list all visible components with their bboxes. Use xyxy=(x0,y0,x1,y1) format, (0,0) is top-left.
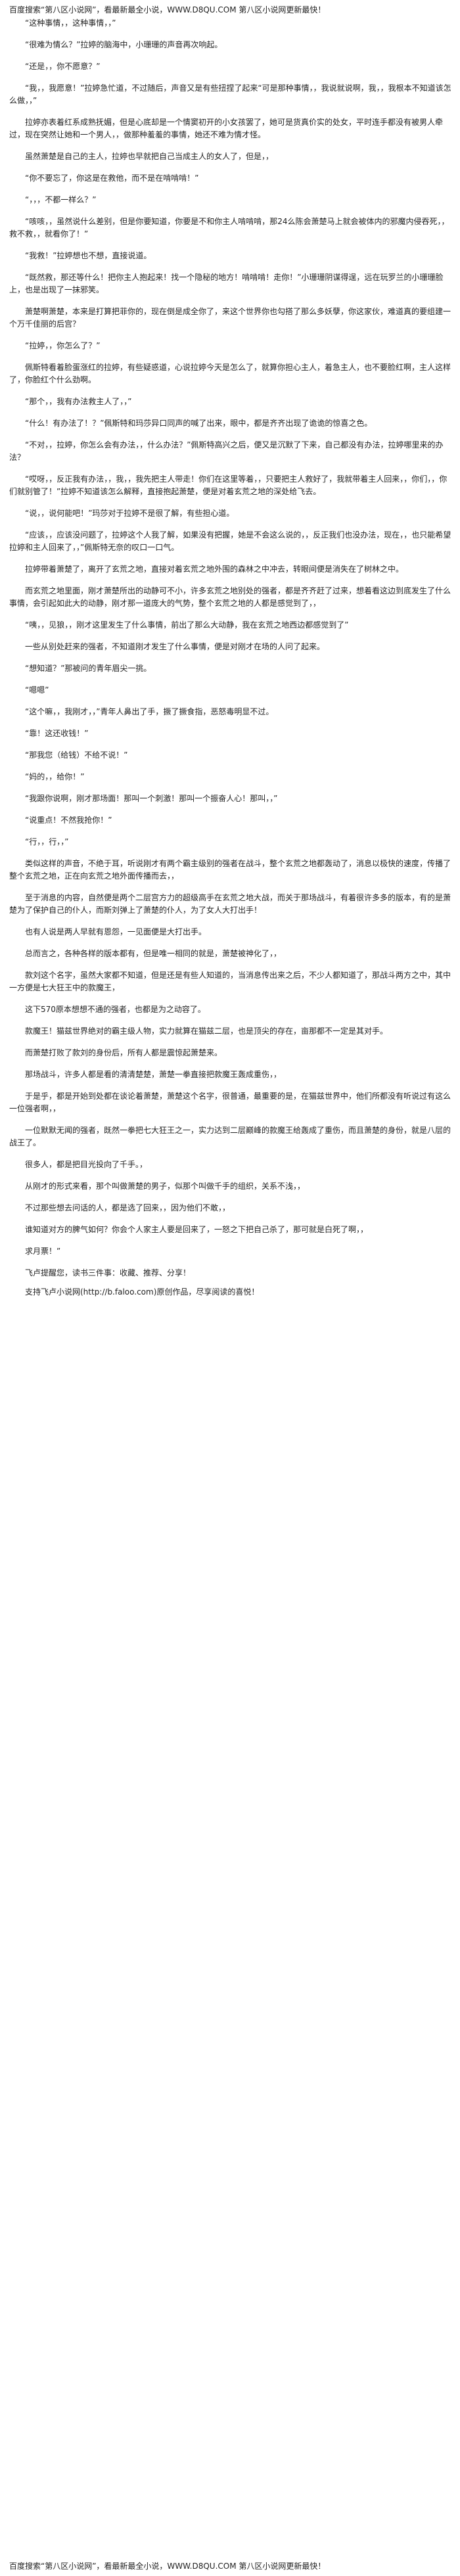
paragraph: 拉婷带着萧楚了，离开了玄荒之地，直接对着玄荒之地外围的森林之中冲去，转眼间便是消… xyxy=(25,564,404,574)
paragraph: “我救！”拉婷想也不想，直接说道。 xyxy=(25,251,152,260)
paragraph: “行，，行，，” xyxy=(25,837,69,846)
paragraph: “既然救，那还等什么！把你主人抱起来！找一个隐秘的地方！啃啃啃！走你！”小珊珊阴… xyxy=(9,273,444,294)
paragraph: “靠！这还收钱！” xyxy=(25,729,89,738)
paragraph: 虽然萧楚是自己的主人，拉婷也早就把自己当成主人的女人了，但是，， xyxy=(25,152,274,161)
paragraph: “哎呀，，反正我有办法，，我，，我先把主人带走！你们在这里等着，，只要把主人救好… xyxy=(9,474,448,496)
paragraph: “说，，说何能吧！”玛莎对于拉婷不是很了解，有些担心道。 xyxy=(25,509,235,518)
paragraph: “妈的，，给你！” xyxy=(25,772,85,781)
paragraph: 而玄荒之地里面，刚才萧楚所出的动静可不小，许多玄荒之地别处的强者，都是齐齐赶了过… xyxy=(9,586,451,608)
paragraph: “，，，不都一样么？” xyxy=(25,195,97,204)
paragraph: 佩斯特看着脸蛋涨红的拉婷，有些疑惑道，心说拉婷今天是怎么了，就算你担心主人，着急… xyxy=(9,363,451,384)
paragraph: 不过那些想去问话的人，都是选了回来，，因为他们不敢，， xyxy=(25,1203,231,1212)
paragraph: 拉婷亦表着红系成熟抚媚，但是心底却是一个情窦初开的小女孩罢了，她可是货真价实的处… xyxy=(9,118,444,139)
paragraph: “拉婷，，你怎么了？” xyxy=(25,341,101,350)
paragraph: 一位默默无闻的强者，既然一拳把七大狂王之一，实力达到二层巅峰的款魔王给轰成了重伤… xyxy=(9,1126,451,1147)
paragraph: “咳咳，，虽然说什么差别，但是你要知道，你要是不和你主人啃啃啃，那24么陈会萧楚… xyxy=(9,217,449,239)
paragraph: 那场战斗，许多人都是看的清清楚楚，萧楚一拳直接把款魔王轰成重伤，， xyxy=(25,1070,282,1079)
paragraph: “不对，，拉婷，你怎么会有办法，，什么办法？”佩斯特高兴之后，便又是沉默了下来，… xyxy=(9,440,444,462)
paragraph: “嗯嗯” xyxy=(25,685,49,695)
paragraph: 也有人说是两人早就有恩怨，一见面便是大打出手。 xyxy=(25,927,207,936)
bottom-banner: 百度搜索“第八区小说网”，看最新最全小说，WWW.D8QU.COM 第八区小说网… xyxy=(9,2562,326,2571)
paragraph: “什么！有办法了！？”佩斯特和玛莎异口同声的喊了出来，眼中，都是齐齐出现了诡诡的… xyxy=(25,419,373,428)
paragraph: “这种事情，，这种事情，，” xyxy=(25,18,116,28)
paragraph: 从刚才的形式来看，那个叫做萧楚的男子，似那个叫做千手的组织，关系不浅，， xyxy=(25,1182,306,1191)
paragraph: 谁知道对方的脾气如何？你会个人家主人要是回来了，一怒之下把自己杀了，那可就是白死… xyxy=(25,1225,369,1234)
paragraph: 这下570原本想想不通的强者，也都是为之动容了。 xyxy=(25,1005,206,1014)
paragraph: 类似这样的声音，不绝于耳，听说刚才有两个霸主级别的强者在战斗，整个玄荒之地都轰动… xyxy=(9,859,451,881)
paragraph: 款魔王！猫兹世界绝对的霸主级人物，实力就算在猫兹二层，也是顶尖的存在，亩那都不一… xyxy=(25,1026,388,1036)
paragraph: 于是乎，都是开始到处都在谈论着萧楚，萧楚这个名字，很普通，最重要的是，在猫兹世界… xyxy=(9,1092,451,1113)
paragraph: 萧楚啊萧楚，本来是打算把菲你的，现在倒是成全你了，来这个世界你也勾搭了那么多妖孽… xyxy=(9,307,451,329)
paragraph: 总而言之，各种各样的版本都有，但是唯一相同的就是，萧楚被神化了，， xyxy=(25,949,282,958)
paragraph: 至于消息的内容，自然便是两个二层宫方力的超级高手在玄荒之地大战，而关于那场战斗，… xyxy=(9,893,451,915)
paragraph: 而萧楚打败了款刘的身份后，所有人都是震惊起萧楚来。 xyxy=(25,1048,223,1057)
paragraph: “你不要忘了，你这是在救他，而不是在啃啃啃！” xyxy=(25,173,199,183)
paragraph: “想知道？”那被问的青年眉尖一挑。 xyxy=(25,664,152,673)
paragraph: “我跟你说啊，刚才那场面！那叫一个刺激！那叫一个振奋人心！那叫，，” xyxy=(25,794,278,803)
paragraph: “很难为情么？”拉婷的脑海中，小珊珊的声音再次响起。 xyxy=(25,40,223,49)
paragraph: “咦，，见狼，，刚才这里发生了什么事情，前出了那么大动静，我在玄荒之地西边都感觉… xyxy=(25,620,349,630)
footer-share-note: 飞卢提醒您，读书三件事：收藏、推荐、分享！ xyxy=(25,1268,191,1277)
paragraph: “应该，，应该没问题了，拉婷这个人我了解，如果没有把握，她是不会这么说的，，反正… xyxy=(9,530,451,552)
paragraph: “那我您（给钱）不给不说！” xyxy=(25,750,128,760)
paragraph: 一些从别处赶来的强者，不知道刚才发生了什么事情，便是对刚才在场的人问了起来。 xyxy=(25,642,325,651)
paragraph: 很多人，都是把目光投向了千手。， xyxy=(25,1160,148,1169)
chapter-content: “这种事情，，这种事情，，” “很难为情么？”拉婷的脑海中，小珊珊的声音再次响起。… xyxy=(9,17,452,1258)
paragraph: “说重点！不然我抢你！” xyxy=(25,816,112,825)
top-banner: 百度搜索“第八区小说网”，看最新最全小说，WWW.D8QU.COM 第八区小说网… xyxy=(9,5,326,14)
footer-support-note: 支持飞卢小说网(http://b.faloo.com)原创作品，尽享阅读的喜悦！ xyxy=(25,1287,260,1297)
paragraph: “这个嘛，，我刚才，，”青年人鼻出了手，撅了撅食指，恶怒毒明显不过。 xyxy=(25,707,274,716)
paragraph: 求月票！” xyxy=(25,1247,61,1256)
paragraph: “那个，，我有办法救主人了，，” xyxy=(25,397,132,406)
paragraph: “我，，我愿意！”拉婷急忙道，不过随后，声音又是有些扭捏了起来“可是那种事情，，… xyxy=(9,83,451,105)
paragraph: “还是，，你不愿意？” xyxy=(25,62,101,71)
paragraph: 款刘这个名字，虽然大家都不知道，但是还是有些人知道的，当消息传出来之后，不少人都… xyxy=(9,971,451,992)
